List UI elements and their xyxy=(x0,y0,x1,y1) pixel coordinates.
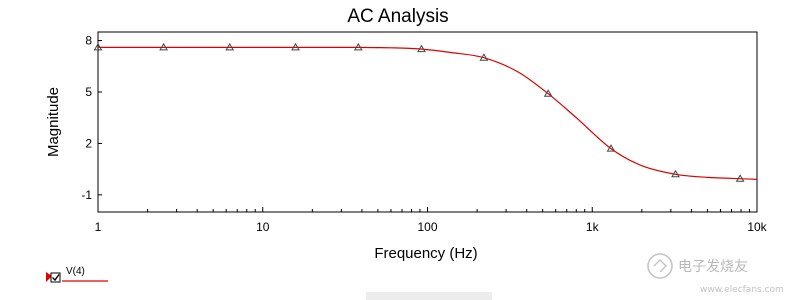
triangle-marker xyxy=(353,42,363,51)
y-axis-label: Magnitude xyxy=(45,87,62,157)
triangle-marker xyxy=(159,42,168,51)
triangle-marker xyxy=(225,42,235,51)
marker-layer xyxy=(93,42,745,182)
y-tick-label: 5 xyxy=(85,85,92,99)
watermark-subtext: www.elecfans.com xyxy=(700,285,784,295)
triangle-marker xyxy=(417,44,426,53)
watermark-text: 电子发烧友 xyxy=(678,259,748,275)
y-axis: -1 2 5 8 xyxy=(81,34,102,202)
legend-label: V(4) xyxy=(66,266,85,277)
series-layer xyxy=(98,46,758,180)
x-axis-label: Frequency (Hz) xyxy=(374,245,477,262)
legend: V(4) xyxy=(46,266,108,283)
plot-area xyxy=(97,31,758,213)
legend-checkbox[interactable] xyxy=(50,272,61,283)
triangle-marker xyxy=(291,42,300,51)
x-tick-label: 10k xyxy=(747,220,767,234)
x-tick-label: 10 xyxy=(256,220,270,234)
triangle-marker xyxy=(735,174,745,182)
bottom-scroll-hint xyxy=(366,292,492,300)
triangle-marker xyxy=(606,144,616,152)
legend-arrow-icon xyxy=(46,272,52,282)
triangle-marker xyxy=(543,89,553,97)
y-tick-label: -1 xyxy=(81,188,92,202)
series-line-v4 xyxy=(98,46,758,180)
x-axis: 1 10 100 1k 10k xyxy=(95,207,768,234)
chart-title: AC Analysis xyxy=(347,6,448,27)
triangle-marker xyxy=(479,53,489,61)
y-tick-label: 8 xyxy=(85,34,92,48)
check-icon xyxy=(52,274,60,282)
triangle-marker xyxy=(93,42,103,51)
watermark: 电子发烧友 www.elecfans.com xyxy=(647,253,784,295)
triangle-marker xyxy=(671,169,680,178)
watermark-logo-icon xyxy=(647,253,673,279)
x-tick-label: 1 xyxy=(95,220,102,234)
x-tick-label: 1k xyxy=(586,220,600,234)
y-tick-label: 2 xyxy=(85,136,92,150)
x-tick-label: 100 xyxy=(417,220,437,234)
